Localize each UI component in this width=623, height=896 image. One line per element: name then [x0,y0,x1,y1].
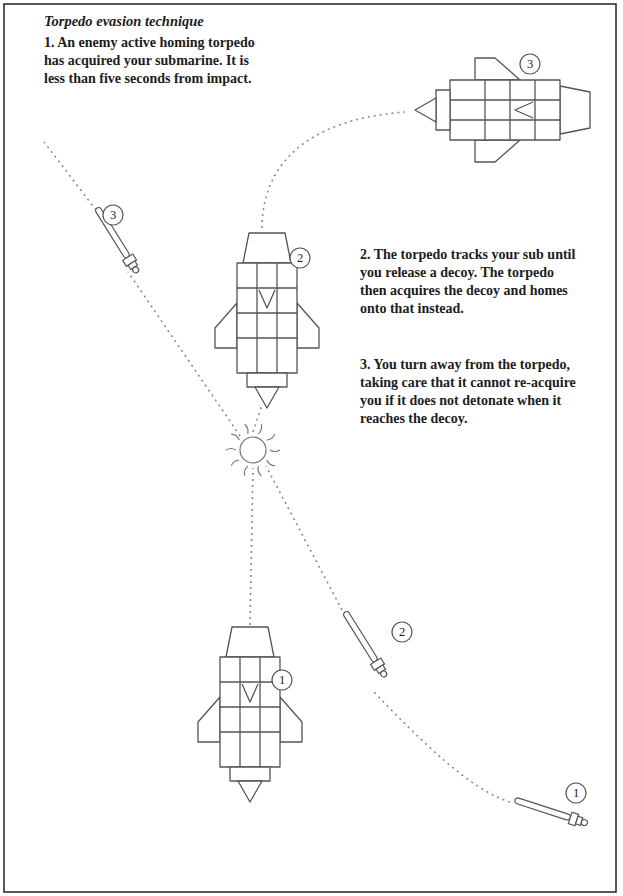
track-lines [44,112,510,802]
callout-number: 1 [567,784,585,802]
torpedo-2 [340,609,390,680]
step-note: 2. The torpedo tracks your sub until you… [360,246,582,318]
callout-number: 2 [291,249,309,267]
submarine-2 [215,233,319,408]
callout-number: 3 [521,55,539,73]
torpedo-3 [92,205,142,276]
callout-number: 3 [104,206,122,224]
callout-number: 1 [273,671,291,689]
submarine-3 [415,58,590,162]
submarine-1 [198,627,302,802]
callout-circles [103,54,586,803]
frame [4,4,616,892]
callout-number: 2 [393,623,411,641]
decoy-symbol [226,424,280,475]
step-note: 1. An enemy active homing torpedo has ac… [44,34,266,88]
step-note: 3. You turn away from the torpedo, takin… [360,356,582,428]
diagram-title: Torpedo evasion technique [44,12,344,30]
